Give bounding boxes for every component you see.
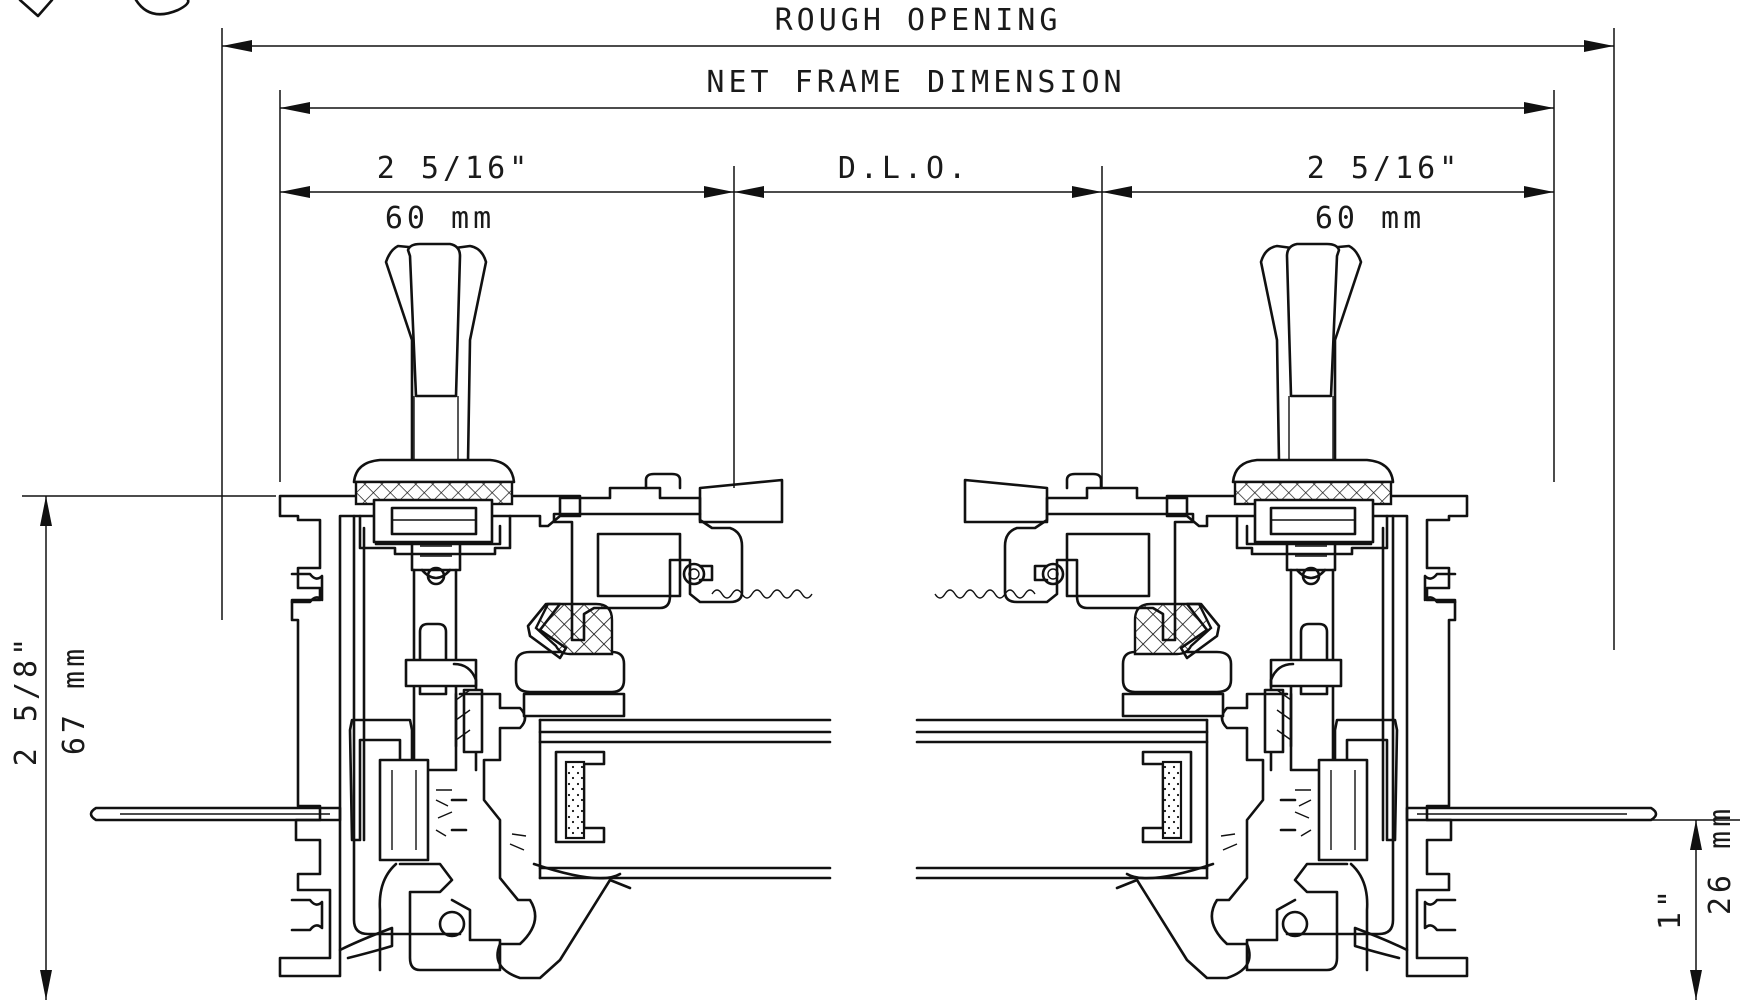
left-frame-width-metric: 60 mm <box>385 201 495 236</box>
flange-height-metric: 26 mm <box>1703 805 1738 915</box>
logo-fragment <box>18 0 190 18</box>
right-frame-section <box>915 242 1658 980</box>
rough-opening-label: ROUGH OPENING <box>775 3 1062 38</box>
dimension-lines <box>22 28 1740 1000</box>
left-frame-section <box>89 242 832 980</box>
dlo-label: D.L.O. <box>838 151 970 186</box>
flange-height-imperial: 1" <box>1653 886 1688 930</box>
left-frame-width-imperial: 2 5/16" <box>377 151 531 186</box>
net-frame-dimension-label: NET FRAME DIMENSION <box>706 65 1125 100</box>
frame-height-imperial: 2 5/8" <box>9 634 44 766</box>
right-frame-width-imperial: 2 5/16" <box>1307 151 1461 186</box>
frame-height-metric: 67 mm <box>57 645 92 755</box>
right-frame-width-metric: 60 mm <box>1315 201 1425 236</box>
